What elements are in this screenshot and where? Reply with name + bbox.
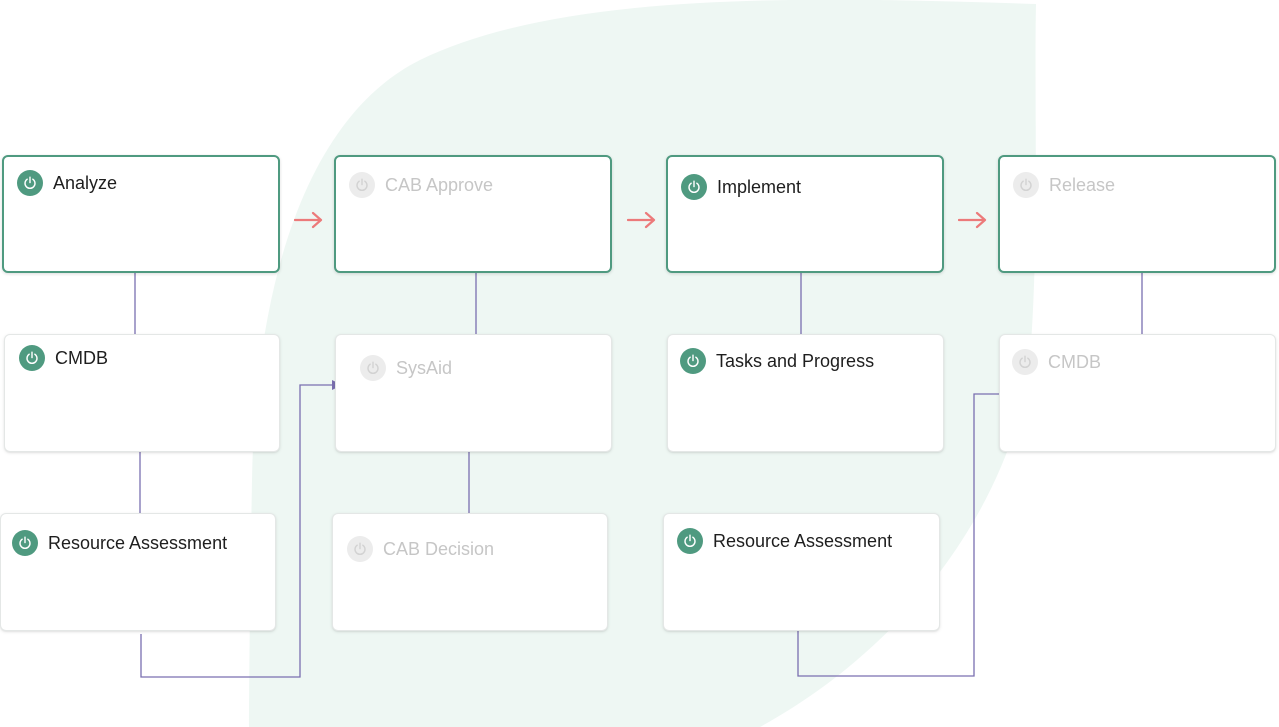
card-label: Resource Assessment (48, 532, 228, 553)
step-card-resource-assessment[interactable]: Resource Assessment (0, 513, 276, 631)
card-label: CMDB (55, 347, 108, 368)
stage-arrow-icon (958, 211, 987, 229)
power-icon (347, 536, 373, 562)
card-label: CAB Decision (383, 538, 495, 559)
power-icon (349, 172, 375, 198)
stage-card-release[interactable]: Release (998, 155, 1276, 273)
card-label: SysAid (396, 357, 453, 378)
card-label: Implement (717, 176, 802, 197)
stage-card-analyze[interactable]: Analyze (2, 155, 280, 273)
connector-resource-cmdb (797, 389, 1021, 677)
power-icon (680, 348, 706, 374)
step-card-resource-assessment-implement[interactable]: Resource Assessment (663, 513, 940, 631)
power-icon (12, 530, 38, 556)
card-label: Resource Assessment (713, 530, 893, 551)
step-card-tasks-and-progress[interactable]: Tasks and Progress (667, 334, 944, 452)
card-label: Tasks and Progress (716, 350, 875, 371)
connector-resource-sysaid (140, 380, 342, 678)
stage-card-cab-approve[interactable]: CAB Approve (334, 155, 612, 273)
card-label: Release (1049, 174, 1116, 195)
step-card-cmdb-release[interactable]: CMDB (999, 334, 1276, 452)
power-icon (677, 528, 703, 554)
power-icon (360, 355, 386, 381)
stage-arrow-icon (627, 211, 656, 229)
power-icon (1013, 172, 1039, 198)
step-card-cmdb[interactable]: CMDB (4, 334, 280, 452)
step-card-sysaid[interactable]: SysAid (335, 334, 612, 452)
stage-card-implement[interactable]: Implement (666, 155, 944, 273)
card-label: CAB Approve (385, 174, 494, 195)
step-card-cab-decision[interactable]: CAB Decision (332, 513, 608, 631)
power-icon (681, 174, 707, 200)
stage-arrow-icon (294, 211, 323, 229)
power-icon (19, 345, 45, 371)
power-icon (1012, 349, 1038, 375)
card-label: Analyze (53, 172, 118, 193)
card-label: CMDB (1048, 351, 1101, 372)
power-icon (17, 170, 43, 196)
